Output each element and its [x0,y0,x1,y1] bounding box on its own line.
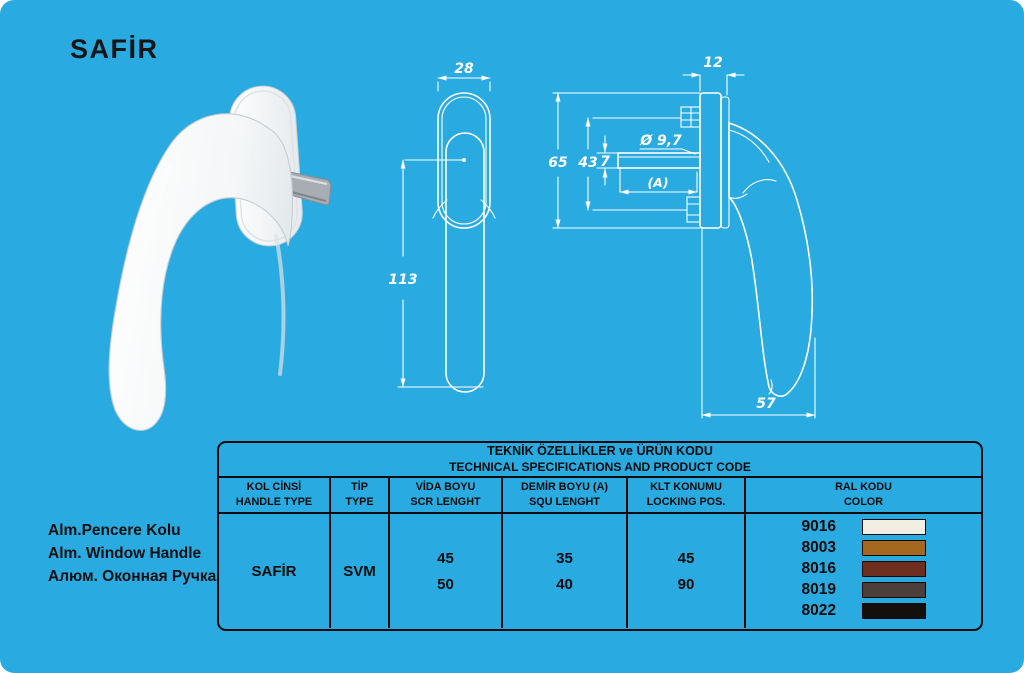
ral-swatch [861,602,926,619]
cell-handle-type: SAFİR [219,514,331,628]
table-header-row: KOL CİNSİ HANDLE TYPE TİP TYPE VİDA BOYU… [219,478,981,514]
col-header-locking-pos: KLT KONUMU LOCKING POS. [628,478,746,512]
dim-depth-label: 57 [756,396,776,412]
ral-code: 8003 [801,538,836,556]
ral-swatch [861,539,926,556]
col-header-type: TİP TYPE [331,478,390,512]
ral-swatch [861,518,926,535]
col-header-ral-color: RAL KODU COLOR [835,480,892,508]
cell-squ-length: 35 40 [503,514,628,628]
ral-row: 8019 [802,581,926,598]
drawing-side-view: 12 Ø 9,7 [548,55,816,419]
table-title: TEKNİK ÖZELLİKLER ve ÜRÜN KODU TECHNICAL… [219,443,981,478]
front-handle-outline [432,132,496,393]
dim-hole-diameter-label: Ø 9,7 [639,133,682,149]
col-header-handle-type: KOL CİNSİ HANDLE TYPE [219,478,331,512]
product-description: Alm.Pencere Kolu Alm. Window Handle Алюм… [48,519,216,588]
dim-width: 28 [437,61,491,92]
ral-code: 8016 [801,559,836,577]
dim-square-length: (A) [619,167,698,195]
dim-screw-span: 43 [577,117,688,211]
ral-swatch [861,581,926,598]
label-russian: Алюм. Оконная Ручка [48,568,217,585]
dim-depth: 57 [701,227,816,419]
side-plate [699,92,730,229]
product-photo [108,85,332,431]
cell-locking-pos: 45 90 [628,514,746,628]
page-title: SAFİR [70,34,159,64]
dim-spindle-thickness-label: 7 [600,154,610,170]
side-screw-bottom [686,196,701,223]
dim-thickness: 12 [682,55,745,96]
label-turkish: Alm.Pencere Kolu [48,522,181,539]
spec-table: TEKNİK ÖZELLİKLER ve ÜRÜN KODU TECHNICAL… [217,441,983,631]
table-title-en: TECHNICAL SPECIFICATIONS AND PRODUCT COD… [449,459,751,474]
ral-swatch [861,560,926,577]
ral-row: 8016 [802,560,926,577]
ral-row: 8022 [802,602,926,619]
dim-plate-height-label: 65 [548,155,568,171]
dim-hole-diameter: Ø 9,7 [639,133,696,155]
dim-height-label: 113 [388,272,417,288]
ral-row: 9016 [802,518,926,535]
cell-type: SVM [331,514,390,628]
col-header-squ-length: DEMİR BOYU (A) SQU LENGHT [503,478,628,512]
col-header-scr-length: VİDA BOYU SCR LENGHT [390,478,503,512]
side-spindle [617,152,701,169]
ral-code: 8019 [801,580,836,598]
dim-plate-height: 65 [548,92,701,229]
dim-thickness-label: 12 [703,55,722,71]
cell-ral-colors: 9016 8003 8016 8019 8022 [746,514,981,628]
dim-width-label: 28 [454,61,474,77]
dim-spindle-thickness: 7 [596,135,619,186]
ral-row: 8003 [802,539,926,556]
ral-code: 9016 [801,517,836,535]
drawing-front-view: 28 113 [388,61,496,393]
table-title-tr: TEKNİK ÖZELLİKLER ve ÜRÜN KODU [487,444,713,459]
dim-screw-span-label: 43 [577,155,597,171]
ral-code: 8022 [801,601,836,619]
dim-height: 113 [388,159,484,388]
label-english: Alm. Window Handle [48,545,202,562]
side-handle-outline [728,121,813,397]
cell-scr-length: 45 50 [390,514,503,628]
side-screw-top [680,106,701,128]
table-data-row: SAFİR SVM 45 50 35 40 45 90 9016 [219,514,981,628]
dim-square-length-label: (A) [647,175,668,190]
handle-grip [108,113,294,431]
